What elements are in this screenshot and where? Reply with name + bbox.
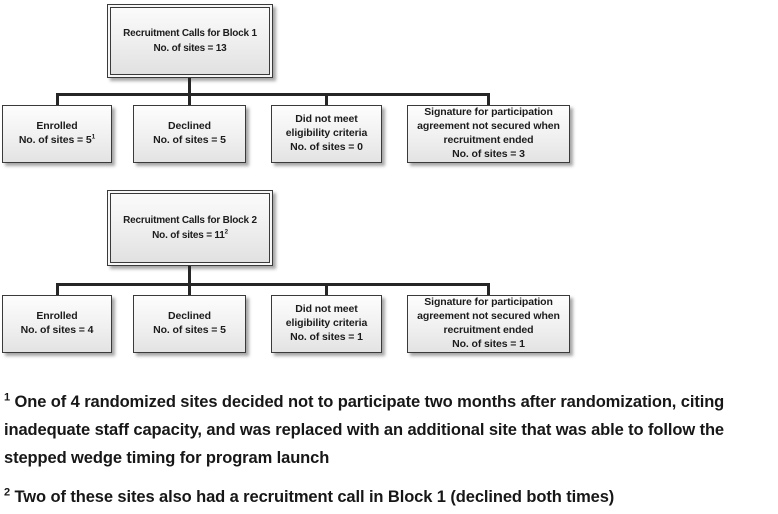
superscript-marker: 1 [91,133,96,141]
box-sites-line: No. of sites = 51 [19,134,95,148]
box-sites-text: No. of sites = 1 [290,330,363,343]
box-label-line: Did not meet [295,113,358,126]
block2-connector-stem [188,266,191,285]
footnote-2: 2 Two of these sites also had a recruitm… [4,483,776,511]
block1-header-sites-text: No. of sites = 13 [153,43,227,54]
box-sites-text: No. of sites = 5 [18,134,92,146]
block2-header-title: Recruitment Calls for Block 2 [123,214,257,226]
block2-declined-box: Declined No. of sites = 5 [133,295,246,353]
box-sites-text: No. of sites = 0 [290,140,363,153]
block2-signature-box: Signature for participation agreement no… [407,295,570,353]
box-sites-text: No. of sites = 1 [452,337,525,350]
block2-header-box: Recruitment Calls for Block 2 No. of sit… [107,190,273,266]
block2-header-inner: Recruitment Calls for Block 2 No. of sit… [110,193,270,263]
block1-header-sites: No. of sites = 13 [153,41,226,57]
box-sites-text: No. of sites = 5 [153,324,226,336]
block2-enrolled-box: Enrolled No. of sites = 4 [2,295,112,353]
block2-connector-hbar [56,283,490,286]
block2-connector-drop-2 [188,286,191,296]
box-label-line: Declined [168,120,211,133]
box-label-line: agreement not secured when [417,120,560,133]
box-label-line: Enrolled [36,120,78,133]
block2-connector-drop-1 [56,286,59,296]
block1-signature-box: Signature for participation agreement no… [407,105,570,163]
block2-header-sites: No. of sites = 112 [152,228,228,244]
block1-eligibility-box: Did not meet eligibility criteria No. of… [271,105,382,163]
box-sites-line: No. of sites = 1 [452,338,525,352]
box-label-line: recruitment ended [443,324,534,336]
box-sites-text: No. of sites = 3 [452,147,525,160]
block1-connector-drop-4 [487,96,490,106]
footnotes-section: 1 One of 4 randomized sites decided not … [4,388,776,511]
box-sites-line: No. of sites = 0 [290,141,363,155]
footnote-1-text: One of 4 randomized sites decided not to… [4,393,725,467]
block1-connector-drop-1 [56,96,59,106]
box-label-line: eligibility criteria [285,127,368,140]
block1-connector-hbar [56,93,490,96]
footnote-1-marker: 1 [4,391,11,404]
superscript-marker: 2 [224,228,228,236]
block2-connector-drop-3 [325,286,328,296]
box-label-line: recruitment ended [443,134,534,146]
block1-declined-box: Declined No. of sites = 5 [133,105,246,163]
box-label-line: agreement not secured when [417,310,560,323]
box-label-line: Signature for participation [424,106,553,119]
box-label-line: Declined [168,310,211,323]
box-sites-text: No. of sites = 5 [153,134,226,146]
block1-enrolled-box: Enrolled No. of sites = 51 [2,105,112,163]
block2-connector-drop-4 [487,286,490,296]
block1-header-box: Recruitment Calls for Block 1 No. of sit… [107,4,273,78]
block2-eligibility-box: Did not meet eligibility criteria No. of… [271,295,382,353]
box-label-line: Did not meet [295,303,358,316]
box-sites-line: No. of sites = 3 [452,148,525,162]
footnote-2-text: Two of these sites also had a recruitmen… [14,488,615,506]
box-label-line: eligibility criteria [285,317,368,330]
box-label-line: Signature for participation [424,296,553,309]
block2-header-sites-text: No. of sites = 11 [152,230,225,241]
footnote-1: 1 One of 4 randomized sites decided not … [4,388,776,472]
block1-connector-stem [188,78,191,95]
box-sites-line: No. of sites = 1 [290,331,363,345]
box-label-line: Enrolled [36,310,78,323]
box-sites-line: No. of sites = 4 [21,324,94,338]
box-sites-text: No. of sites = 4 [20,324,94,336]
block1-header-title: Recruitment Calls for Block 1 [123,27,257,39]
footnote-2-marker: 2 [4,486,11,499]
block1-connector-drop-3 [325,96,328,106]
block1-connector-drop-2 [188,96,191,106]
block1-header-inner: Recruitment Calls for Block 1 No. of sit… [110,7,270,75]
box-sites-line: No. of sites = 5 [153,324,226,338]
box-sites-line: No. of sites = 5 [153,134,226,148]
